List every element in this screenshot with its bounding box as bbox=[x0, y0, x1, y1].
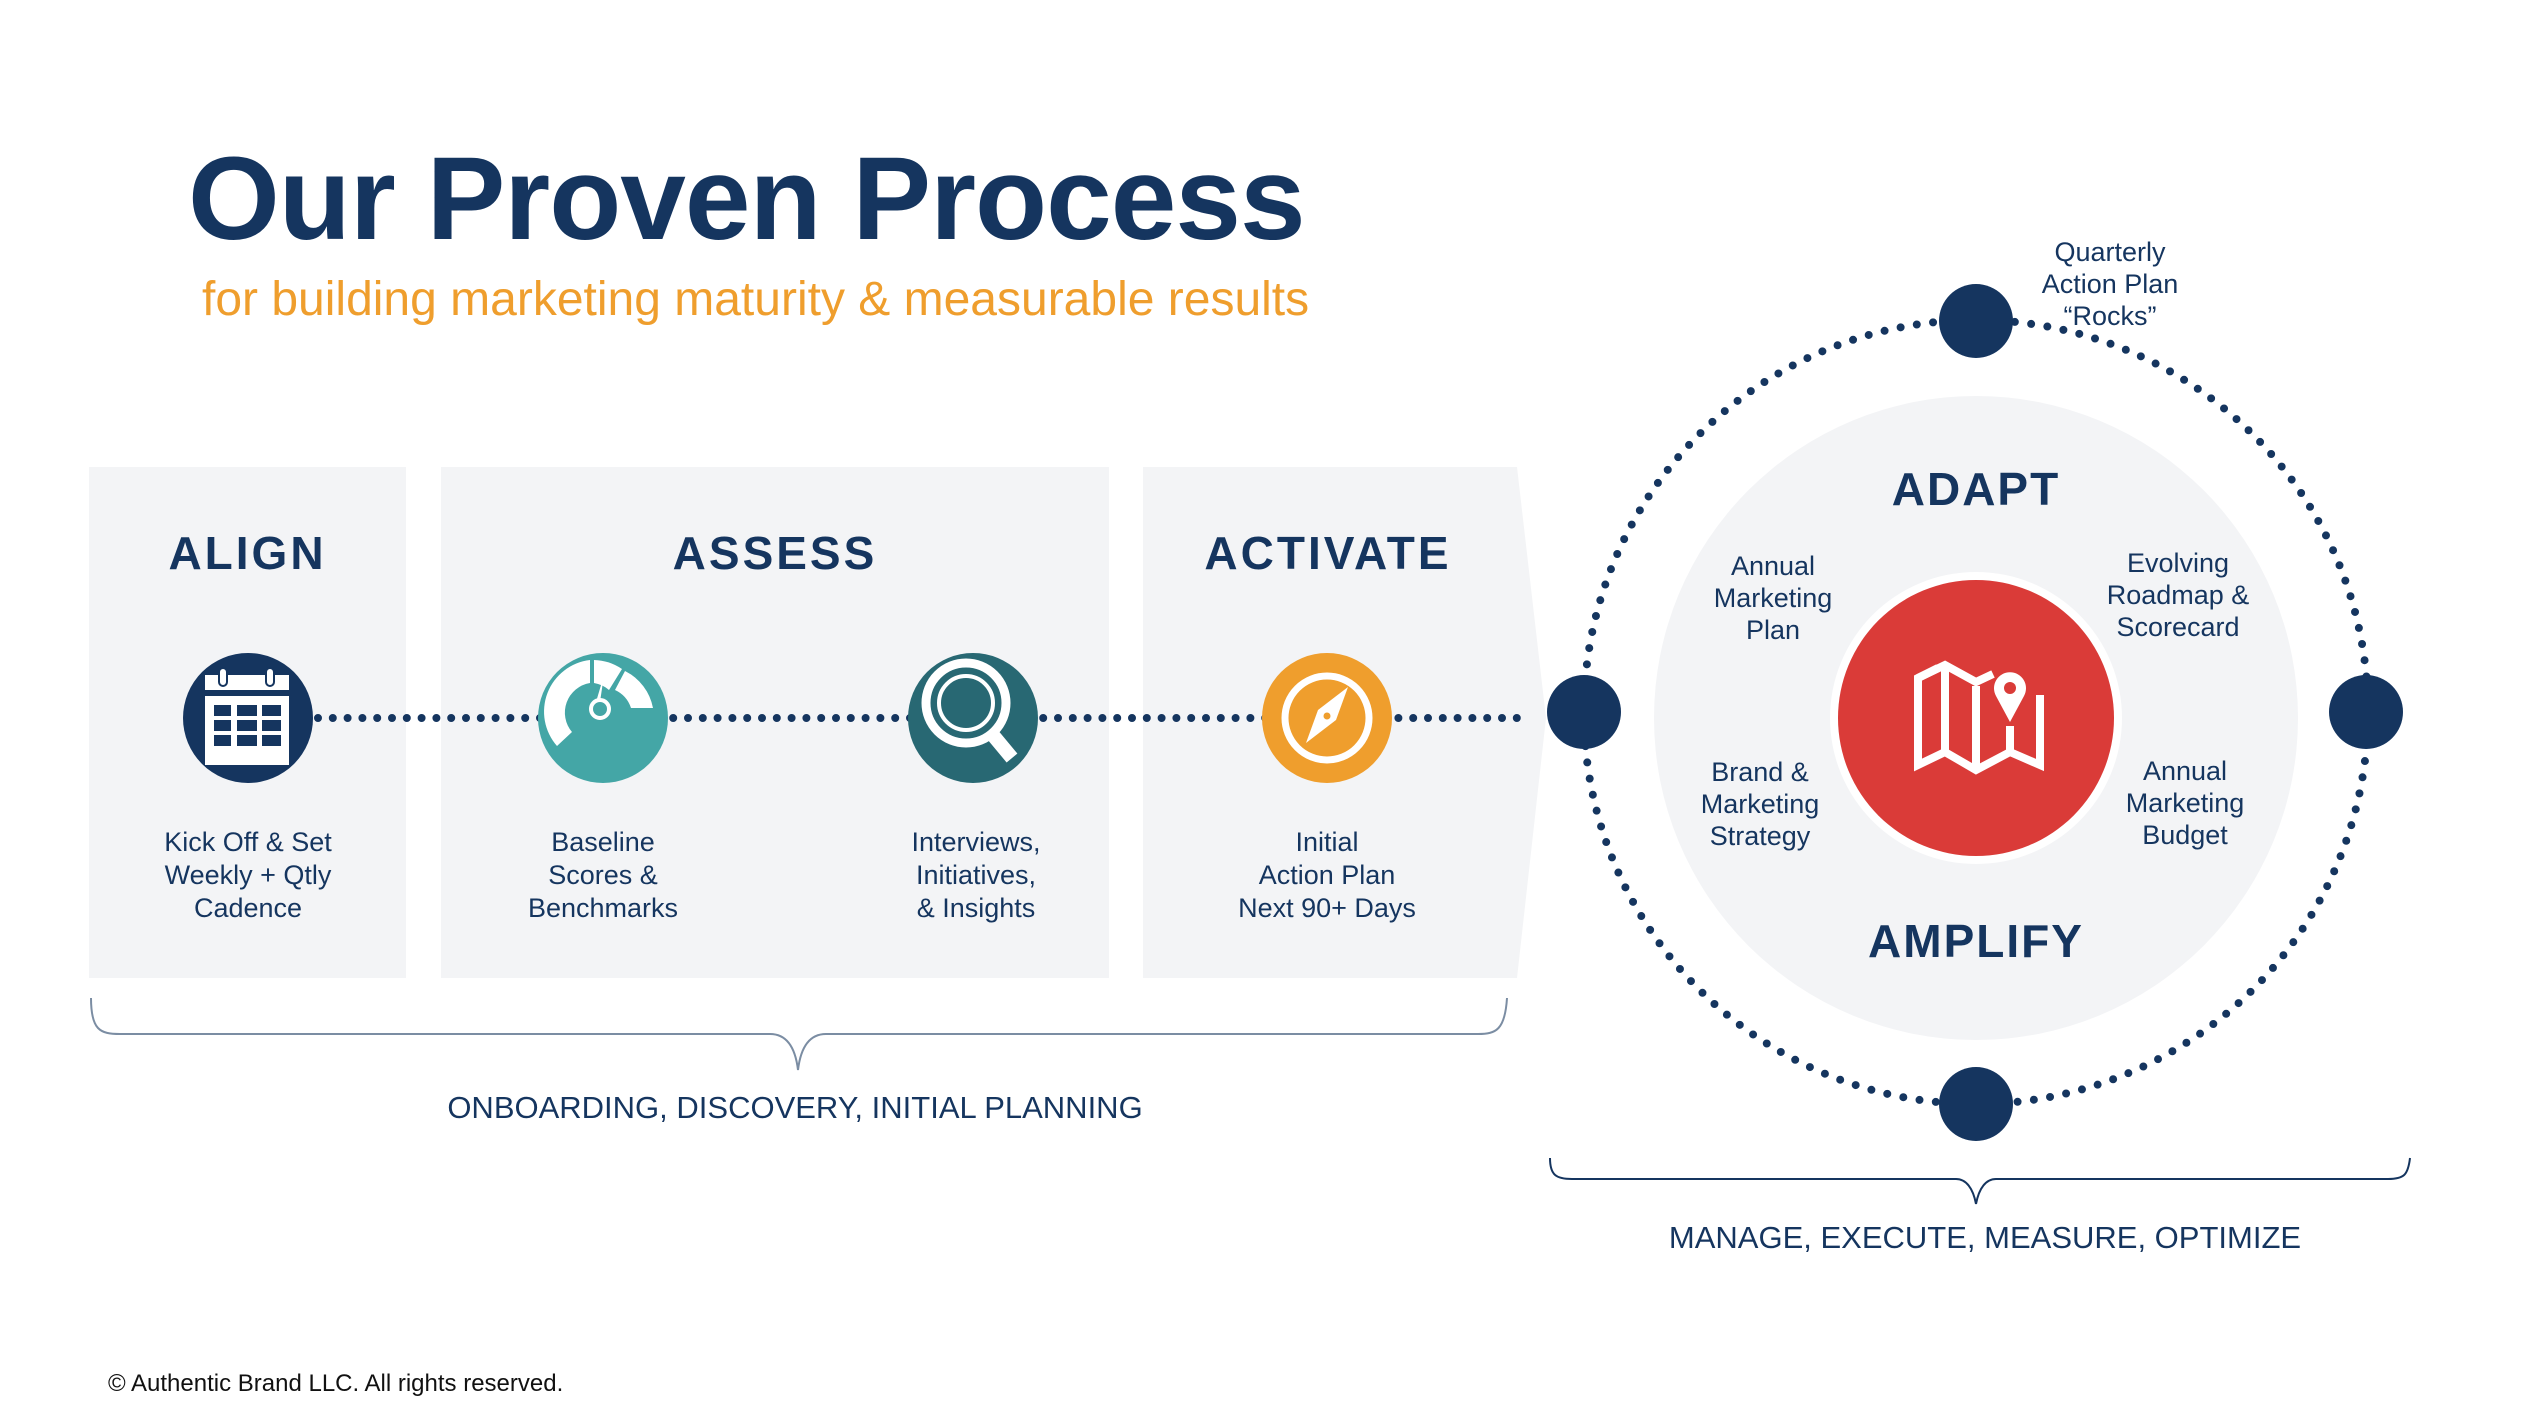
copyright-footer: © Authentic Brand LLC. All rights reserv… bbox=[108, 1370, 564, 1397]
cycle-item-brand-strategy: Brand & Marketing Strategy bbox=[1700, 757, 1820, 851]
phase-title-activate: ACTIVATE bbox=[1204, 527, 1452, 579]
cycle-item-annual-plan: Annual Marketing Plan bbox=[1713, 551, 1833, 645]
cycle-node-bottom bbox=[1939, 1067, 2013, 1141]
bracket-label-right: MANAGE, EXECUTE, MEASURE, OPTIMIZE bbox=[1668, 1220, 2302, 1255]
bracket-left bbox=[90, 997, 1508, 1071]
map-pin-icon bbox=[1914, 660, 2044, 775]
step-label-baseline: Baseline Scores & Benchmarks bbox=[527, 827, 679, 923]
quarterly-rocks-label: Quarterly Action Plan “Rocks” bbox=[2041, 237, 2179, 331]
page-subtitle: for building marketing maturity & measur… bbox=[202, 273, 1310, 326]
compass-icon bbox=[1262, 653, 1392, 783]
step-label-initial-plan: Initial Action Plan Next 90+ Days bbox=[1238, 827, 1416, 923]
bracket-label-left: ONBOARDING, DISCOVERY, INITIAL PLANNING bbox=[447, 1090, 1143, 1125]
step-label-interviews: Interviews, Initiatives, & Insights bbox=[911, 827, 1041, 923]
cycle-title-adapt: ADAPT bbox=[1891, 463, 2061, 515]
cycle-item-roadmap: Evolving Roadmap & Scorecard bbox=[2106, 548, 2250, 642]
magnifier-icon bbox=[908, 653, 1038, 783]
gauge-icon bbox=[538, 653, 668, 783]
phase-title-assess: ASSESS bbox=[672, 527, 878, 579]
page-title: Our Proven Process bbox=[188, 133, 1306, 265]
phase-title-align: ALIGN bbox=[168, 527, 327, 579]
cycle-title-amplify: AMPLIFY bbox=[1868, 915, 2084, 967]
cycle-node-right bbox=[2329, 675, 2403, 749]
step-label-kickoff: Kick Off & Set Weekly + Qtly Cadence bbox=[164, 827, 332, 923]
bracket-right bbox=[1549, 1157, 2411, 1205]
cycle-node-left bbox=[1547, 675, 1621, 749]
cycle-item-budget: Annual Marketing Budget bbox=[2125, 756, 2245, 850]
cycle-node-top bbox=[1939, 284, 2013, 358]
calendar-icon bbox=[183, 653, 313, 783]
